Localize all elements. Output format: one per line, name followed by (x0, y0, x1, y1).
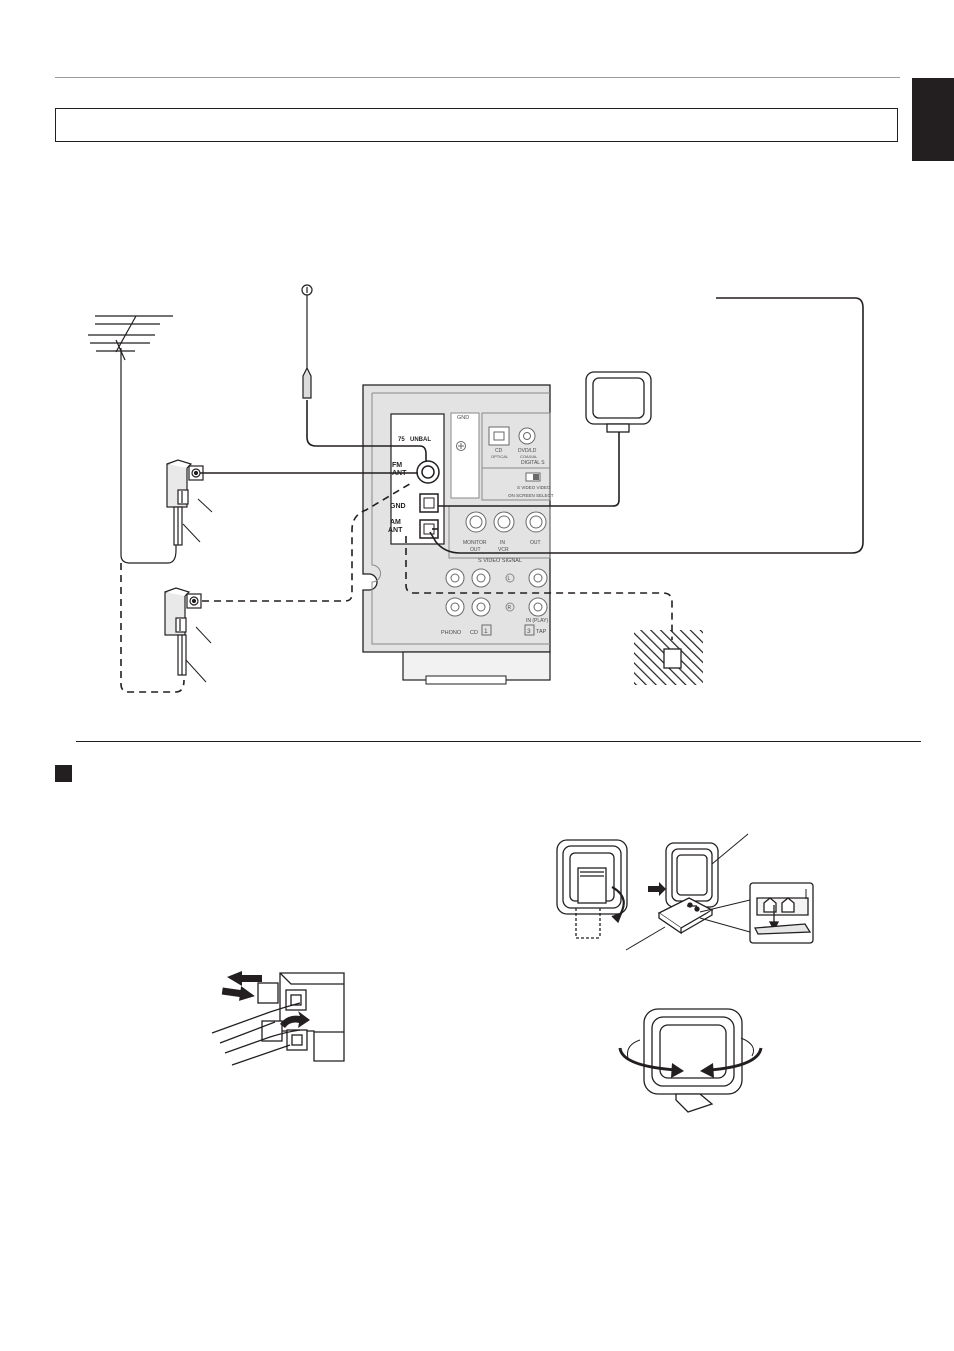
subsection-bullet (55, 765, 72, 782)
rear-panel: 75 UNBAL FM ANT GND AM ANT GND CD OPTICA… (362, 384, 554, 685)
pointer-5 (711, 833, 749, 865)
ground-rod (663, 648, 682, 669)
indoor-fm-antenna (301, 284, 313, 399)
section-title-box (55, 108, 898, 142)
tape-num: 3 (527, 628, 531, 635)
pointer-2 (182, 523, 201, 543)
coaxial-input[interactable] (518, 427, 536, 445)
section-tab (912, 78, 954, 161)
outdoor-fm-antenna (88, 315, 177, 564)
loop-rotation (643, 1008, 743, 1113)
loop-assembly-1 (556, 839, 628, 939)
am-label: AM (390, 519, 401, 526)
pointer-4 (185, 659, 207, 683)
loop-assembly-2 (657, 842, 719, 935)
optical-label: OPTICAL (491, 454, 509, 459)
insert-arrow (280, 1011, 310, 1028)
antenna-wires (200, 297, 864, 554)
cd-label: CD (495, 448, 503, 454)
optical-input[interactable] (488, 426, 510, 446)
am-loop-antenna (585, 371, 652, 433)
rotation-arrows (618, 1037, 763, 1078)
monitor-label: MONITOR (463, 540, 487, 546)
pointer-1 (197, 498, 213, 513)
gnd-top-label: GND (457, 415, 469, 421)
pointer-6 (625, 926, 666, 951)
out2-label: OUT (530, 540, 541, 546)
svideo-video-label: S VIDEO VIDEO (517, 485, 551, 490)
dashed-wires (120, 481, 673, 693)
coaxial-label: COAXIAL (520, 454, 538, 459)
fm-label: FM (392, 462, 402, 469)
balun-adapter-1 (166, 459, 204, 546)
mid-rule (76, 741, 921, 742)
am-ant-label: ANT (388, 527, 403, 534)
tape-label: TAP (536, 629, 547, 635)
in-label: IN (500, 540, 505, 546)
balun-adapter-2 (164, 587, 202, 676)
dvd-ld-label: DVD/LD (518, 448, 537, 454)
digital-label: DIGITAL S (521, 460, 545, 466)
vcr-label: VCR (498, 547, 509, 553)
cd2-label: CD (470, 630, 478, 636)
gnd-screw[interactable] (456, 441, 466, 451)
svideo-signal-label: S VIDEO SIGNAL (478, 558, 522, 564)
left-mark: L (508, 576, 511, 582)
fm-impedance-label: 75 (398, 437, 405, 443)
gnd-terminal[interactable] (419, 493, 439, 513)
on-screen-label: ON SCREEN SELECT (508, 493, 554, 498)
phono-label: PHONO (441, 630, 462, 636)
detail-inset (749, 882, 814, 944)
rca-jacks[interactable] (445, 568, 548, 617)
vcr-out-jack[interactable] (525, 511, 547, 533)
terminal-detail (257, 972, 345, 1062)
speaker-wires (211, 1002, 301, 1066)
fm-unbal-label: UNBAL (410, 437, 431, 443)
out-label: OUT (470, 547, 481, 553)
gnd-label: GND (390, 503, 406, 510)
arrow-right (648, 882, 666, 896)
top-rule (55, 77, 900, 78)
pointer-3 (195, 626, 212, 644)
cd2-num: 1 (484, 628, 488, 635)
pull-arrow (227, 971, 262, 986)
push-arrow (221, 986, 255, 1001)
right-mark: R (508, 605, 512, 611)
vcr-in-jack[interactable] (493, 511, 515, 533)
in-play-label: IN (PLAY) (526, 618, 548, 624)
monitor-out-jack[interactable] (465, 511, 487, 533)
